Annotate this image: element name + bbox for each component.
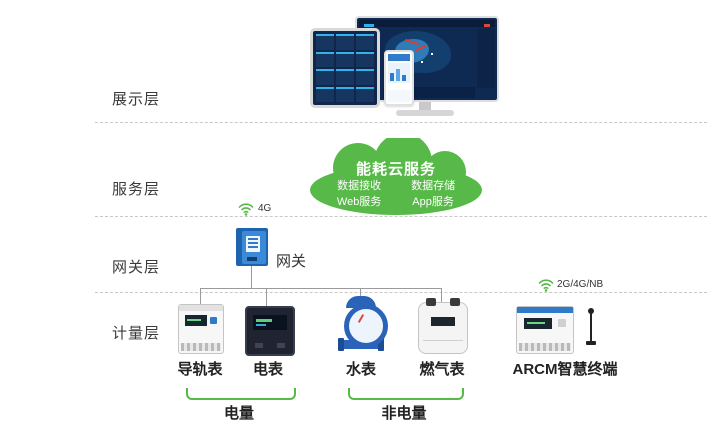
layer-label-gateway: 网关层 [112, 259, 161, 276]
device-label-din-meter: 导轨表 [177, 361, 223, 378]
device-label-water-meter: 水表 [345, 361, 376, 378]
phone-icon [384, 50, 414, 106]
gateway-label-strip [246, 236, 260, 252]
layer-label-service: 服务层 [112, 181, 161, 198]
gas-meter-screen [431, 317, 455, 326]
connector-drop-energy [266, 288, 267, 306]
water-meter-icon [338, 296, 388, 352]
dashboard-map-dot2 [421, 61, 423, 63]
phone-screen-chart [388, 63, 410, 83]
cloud-service-data-storage: 数据存储 [411, 180, 456, 192]
connector-gateway-down [251, 266, 252, 288]
device-label-energy-meter: 电表 [252, 361, 283, 378]
gateway-front [242, 231, 266, 264]
din-rail-meter-icon [178, 304, 224, 354]
dashboard-map-dot [431, 53, 433, 55]
arcm-terminals [519, 343, 571, 351]
gateway-port [247, 257, 257, 261]
cloud-service-web: Web服务 [336, 196, 382, 209]
wifi-icon [238, 203, 254, 216]
layer-label-display: 展示层 [112, 91, 161, 108]
arcm-terminal-icon [516, 306, 574, 354]
connector-drop-gas [441, 288, 442, 302]
bracket-electric [186, 388, 296, 400]
layer-separator-2 [95, 216, 707, 217]
wifi-icon-arcm [538, 279, 554, 292]
layer-separator-3 [95, 292, 707, 293]
antenna-icon [584, 308, 598, 348]
energy-meter-icon [245, 306, 295, 356]
cloud-service-app: App服务 [412, 196, 454, 209]
din-meter-terminals [181, 343, 221, 351]
phone-screen-body [388, 90, 410, 102]
bracket-non-electric [348, 388, 464, 400]
arcm-screen [524, 318, 552, 329]
gas-meter-pipe [426, 298, 436, 306]
group-label-non-electric: 非电量 [381, 405, 427, 422]
device-label-arcm-terminal: ARCM智慧终端 [512, 361, 618, 378]
gateway-device-icon [236, 228, 268, 266]
dashboard-right-panel [477, 29, 495, 88]
cloud-shape [310, 133, 482, 215]
gateway-label: 网关 [276, 253, 307, 270]
connector-drop-water [360, 288, 361, 296]
water-meter-dial [344, 304, 388, 348]
gas-meter-pipe2 [450, 298, 460, 306]
dashboard-header-accent [364, 24, 374, 27]
energy-cloud-service: 能耗云服务 数据接收 Web服务 数据存储 App服务 [308, 133, 484, 216]
monitor-base [396, 110, 454, 116]
energy-meter-screen [253, 315, 287, 330]
energy-meter-button [255, 343, 263, 348]
cloud-services-col2: 数据存储 App服务 [411, 180, 455, 209]
phone-screen-header [388, 54, 410, 61]
dashboard-header [359, 20, 495, 27]
cloud-services-col1: 数据接收 Web服务 [337, 180, 381, 209]
group-label-electric: 电量 [223, 405, 254, 422]
gateway-network-label: 4G [258, 203, 272, 214]
layer-separator-1 [95, 122, 707, 123]
cloud-services: 数据接收 Web服务 数据存储 App服务 [322, 180, 470, 209]
tablet-data-grid [316, 34, 374, 102]
tablet-icon [310, 28, 380, 108]
din-meter-screen [185, 315, 207, 326]
dashboard-header-accent2 [484, 24, 490, 27]
cloud-title: 能耗云服务 [355, 161, 436, 178]
layer-label-metering: 计量层 [112, 325, 161, 342]
cloud-service-data-receive: 数据接收 [337, 180, 382, 192]
arcm-top-strip [517, 307, 573, 313]
device-label-gas-meter: 燃气表 [419, 361, 465, 378]
energy-meter-button2 [277, 343, 285, 348]
connector-drop-din [200, 288, 201, 304]
din-meter-button [210, 317, 217, 324]
connector-bus [200, 288, 442, 289]
gas-meter-icon [418, 298, 468, 354]
arcm-button [558, 319, 566, 327]
arcm-network-label: 2G/4G/NB [557, 279, 604, 290]
